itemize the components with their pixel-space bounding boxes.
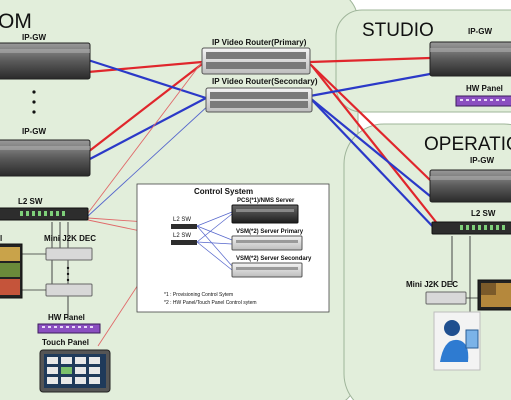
secondary-links	[87, 58, 437, 231]
ellipsis-dot	[66, 266, 70, 270]
left-l2-switch-ports	[20, 211, 65, 216]
vsm-primary-label: VSM(*2) Server Primary	[236, 229, 304, 235]
control-l2sw-b-label: L2 SW	[173, 233, 191, 239]
operation-ip-gw	[429, 169, 511, 203]
left-mini-dec-unit	[45, 283, 93, 297]
left-l2-switch-label: L2 SW	[18, 197, 43, 206]
control-note-1: *1 : Provisioning Control Sytem	[164, 292, 233, 298]
control-l2sw-a	[171, 224, 197, 229]
ellipsis-dot	[66, 278, 70, 282]
left-hw-panel-label: HW Panel	[48, 313, 85, 322]
left-mini-dec-label: Mini J2K DEC	[44, 234, 96, 243]
operation-monitor	[477, 279, 511, 311]
left-hw-panel	[37, 323, 101, 334]
control-system-title: Control System	[194, 187, 253, 196]
vsm-secondary-label: VSM(*2) Server Secondary	[236, 256, 312, 262]
operator-icon	[433, 311, 481, 371]
operation-l2-switch-ports	[460, 225, 505, 230]
zone-title-studio: STUDIO	[362, 20, 434, 41]
vsm-secondary-server-face	[236, 267, 298, 270]
router-secondary-label: IP Video Router(Secondary)	[212, 77, 318, 86]
ellipsis-dot	[32, 90, 36, 94]
left-ip-gw-bottom	[0, 139, 91, 177]
left-monitor	[0, 243, 23, 299]
control-l2sw-b	[171, 240, 197, 245]
studio-ip-gw-label: IP-GW	[468, 27, 492, 36]
left-touch-panel-label: Touch Panel	[42, 338, 89, 347]
left-mini-dec-unit	[45, 247, 93, 261]
operation-mini-dec-label: Mini J2K DEC	[406, 280, 458, 289]
pcs-server-label: PCS(*1)/NMS Server	[237, 198, 295, 204]
router-primary-label: IP Video Router(Primary)	[212, 38, 307, 47]
operation-zone	[343, 123, 511, 400]
left-ip-gw-top-label: IP-GW	[22, 33, 46, 42]
ellipsis-dot	[32, 110, 36, 114]
zone-title-left: OM	[0, 10, 32, 33]
studio-hw-panel	[455, 95, 511, 107]
zone-title-operation: OPERATION	[424, 134, 511, 155]
left-ip-gw-bottom-label: IP-GW	[22, 127, 46, 136]
left-touch-panel	[39, 349, 111, 393]
left-hw-panel-buttons	[42, 326, 93, 328]
vsm-primary-server-face	[236, 240, 298, 243]
router-primary	[201, 47, 311, 75]
router-secondary	[205, 87, 313, 113]
studio-hw-panel-buttons	[460, 99, 505, 101]
pcs-server-face	[236, 209, 294, 212]
studio-hw-panel-label: HW Panel	[466, 84, 503, 93]
ellipsis-dot	[66, 272, 70, 276]
operation-l2sw-label: L2 SW	[471, 209, 496, 218]
left-ip-gw-top	[0, 42, 91, 80]
control-internal-links	[196, 211, 233, 271]
ellipsis-dot	[32, 100, 36, 104]
left-cut-label: l	[0, 234, 2, 243]
control-l2sw-a-label: L2 SW	[173, 217, 191, 223]
control-note-2: *2 : HW Panel/Touch Panel Control sytem	[164, 300, 257, 306]
operation-ip-gw-label: IP-GW	[470, 156, 494, 165]
operation-l2-switch	[431, 221, 511, 235]
pcs-server	[231, 204, 299, 224]
operation-mini-dec	[425, 291, 467, 305]
studio-ip-gw	[429, 41, 511, 77]
